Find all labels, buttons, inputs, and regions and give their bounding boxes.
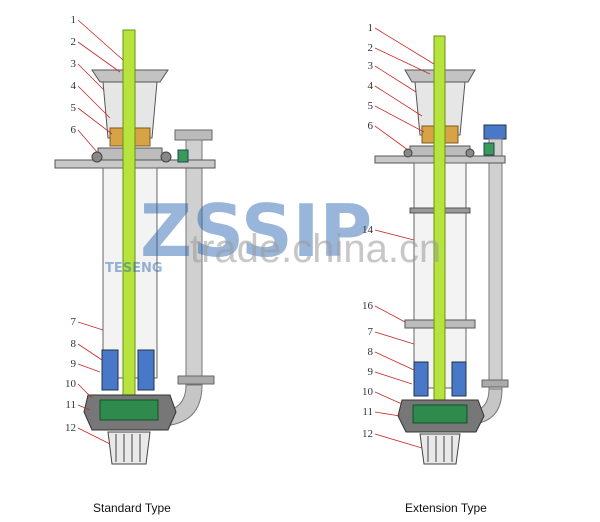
- sleeve-left: [101, 349, 119, 391]
- extension-leader-lines: [374, 27, 435, 449]
- standard-part-number-4: 4: [71, 80, 77, 92]
- extension-part-number-2: 2: [368, 42, 374, 54]
- extension-part-number-9: 9: [368, 366, 374, 378]
- watermark-site: trade.china.cn: [190, 227, 441, 271]
- extension-part-number-1: 1: [368, 22, 374, 34]
- watermark-logo: ZSSIP: [140, 189, 372, 273]
- discharge-pipe: [149, 129, 215, 427]
- standard-part-number-11: 11: [65, 399, 76, 411]
- standard-type-pump: [54, 19, 216, 465]
- extension-part-number-6: 6: [368, 120, 374, 132]
- ext-discharge-pipe: [464, 124, 509, 425]
- ext-impeller: [412, 404, 468, 424]
- ext-strainer: [419, 433, 461, 465]
- ext-shaft: [433, 35, 446, 402]
- standard-part-number-3: 3: [71, 58, 77, 70]
- standard-part-number-6: 6: [71, 124, 77, 136]
- standard-part-number-8: 8: [71, 338, 77, 350]
- ext-sleeve-left: [413, 361, 429, 397]
- ext-pump-casing: [397, 399, 485, 433]
- watermark-brand: TESENG: [105, 261, 163, 276]
- extension-part-number-10: 10: [362, 386, 374, 398]
- extension-part-number-4: 4: [368, 80, 374, 92]
- shaft: [122, 29, 136, 401]
- extension-part-number-16: 16: [362, 300, 374, 312]
- caption-standard-type: Standard Type: [93, 501, 171, 515]
- standard-part-number-10: 10: [65, 378, 77, 390]
- ext-sleeve-right: [451, 361, 467, 397]
- standard-part-number-1: 1: [71, 14, 77, 26]
- standard-part-number-2: 2: [71, 36, 77, 48]
- sleeve-right: [137, 349, 155, 391]
- standard-part-number-5: 5: [71, 102, 77, 114]
- impeller: [99, 399, 159, 421]
- strainer: [107, 431, 151, 465]
- extension-part-number-5: 5: [368, 100, 374, 112]
- extension-part-number-7: 7: [368, 326, 374, 338]
- extension-part-number-11: 11: [362, 406, 373, 418]
- extension-type-pump: [374, 27, 509, 465]
- standard-part-number-9: 9: [71, 358, 77, 370]
- caption-extension-type: Extension Type: [405, 501, 487, 515]
- extension-part-number-14: 14: [362, 224, 374, 236]
- standard-leader-lines: [77, 19, 124, 445]
- pump-casing: [83, 394, 177, 431]
- extension-part-number-8: 8: [368, 346, 374, 358]
- standard-part-number-12: 12: [65, 422, 76, 434]
- extension-part-number-3: 3: [368, 60, 374, 72]
- standard-part-number-7: 7: [71, 316, 77, 328]
- extension-part-number-12: 12: [362, 428, 373, 440]
- watermark: ZSSIP TESENG: [105, 189, 372, 276]
